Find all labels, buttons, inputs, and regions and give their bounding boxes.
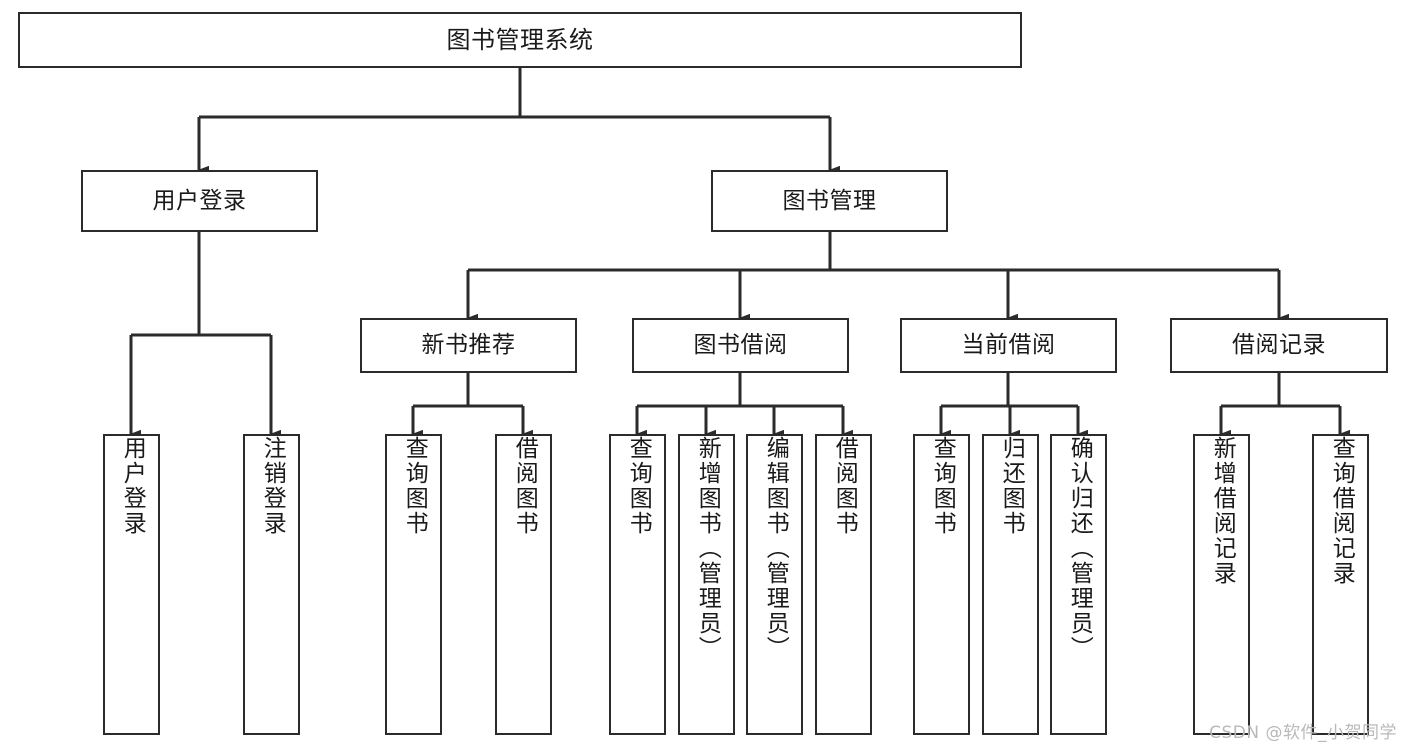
node-new-book-recommend[interactable]: 新书推荐 (360, 318, 577, 373)
node-leaf-borrow-book[interactable]: 借阅图书 (815, 434, 872, 735)
node-borrow-records[interactable]: 借阅记录 (1170, 318, 1388, 373)
node-leaf-return-book[interactable]: 归还图书 (982, 434, 1039, 735)
node-label: 图书借阅 (693, 332, 788, 358)
node-label: 图书管理系统 (446, 26, 594, 54)
node-leaf-user-login[interactable]: 用户登录 (103, 434, 160, 735)
node-book-management[interactable]: 图书管理 (711, 170, 948, 232)
node-label: 用户登录 (119, 436, 146, 536)
node-label: 新增图书（管理员） (694, 436, 721, 661)
node-label: 图书管理 (782, 187, 877, 214)
node-leaf-edit-book-admin[interactable]: 编辑图书（管理员） (746, 434, 803, 735)
node-label: 查询图书 (929, 436, 956, 536)
node-leaf-confirm-return-admin[interactable]: 确认归还（管理员） (1050, 434, 1107, 735)
node-label: 编辑图书（管理员） (762, 436, 789, 661)
node-label: 当前借阅 (961, 332, 1056, 358)
node-label: 新增借阅记录 (1209, 436, 1236, 586)
node-leaf-query-borrow-record[interactable]: 查询借阅记录 (1312, 434, 1369, 735)
node-user-login[interactable]: 用户登录 (81, 170, 318, 232)
node-current-borrow[interactable]: 当前借阅 (900, 318, 1117, 373)
node-label: 借阅记录 (1232, 332, 1326, 358)
node-book-borrow[interactable]: 图书借阅 (632, 318, 849, 373)
node-label: 查询图书 (625, 436, 652, 536)
node-leaf-query-book-borrow[interactable]: 查询图书 (609, 434, 666, 735)
node-label: 新书推荐 (421, 332, 516, 358)
node-leaf-user-logout[interactable]: 注销登录 (243, 434, 300, 735)
node-leaf-add-borrow-record[interactable]: 新增借阅记录 (1193, 434, 1250, 735)
node-leaf-borrow-book-recommend[interactable]: 借阅图书 (495, 434, 552, 735)
node-leaf-add-book-admin[interactable]: 新增图书（管理员） (678, 434, 735, 735)
node-label: 借阅图书 (831, 436, 858, 536)
node-leaf-query-book-recommend[interactable]: 查询图书 (385, 434, 442, 735)
node-label: 用户登录 (152, 187, 247, 214)
node-label: 归还图书 (998, 436, 1025, 536)
node-label: 借阅图书 (511, 436, 538, 536)
node-label: 查询图书 (401, 436, 428, 536)
node-label: 注销登录 (259, 436, 286, 536)
node-leaf-query-book-current[interactable]: 查询图书 (913, 434, 970, 735)
node-label: 查询借阅记录 (1328, 436, 1355, 586)
node-label: 确认归还（管理员） (1066, 436, 1093, 661)
node-root-system[interactable]: 图书管理系统 (18, 12, 1022, 68)
